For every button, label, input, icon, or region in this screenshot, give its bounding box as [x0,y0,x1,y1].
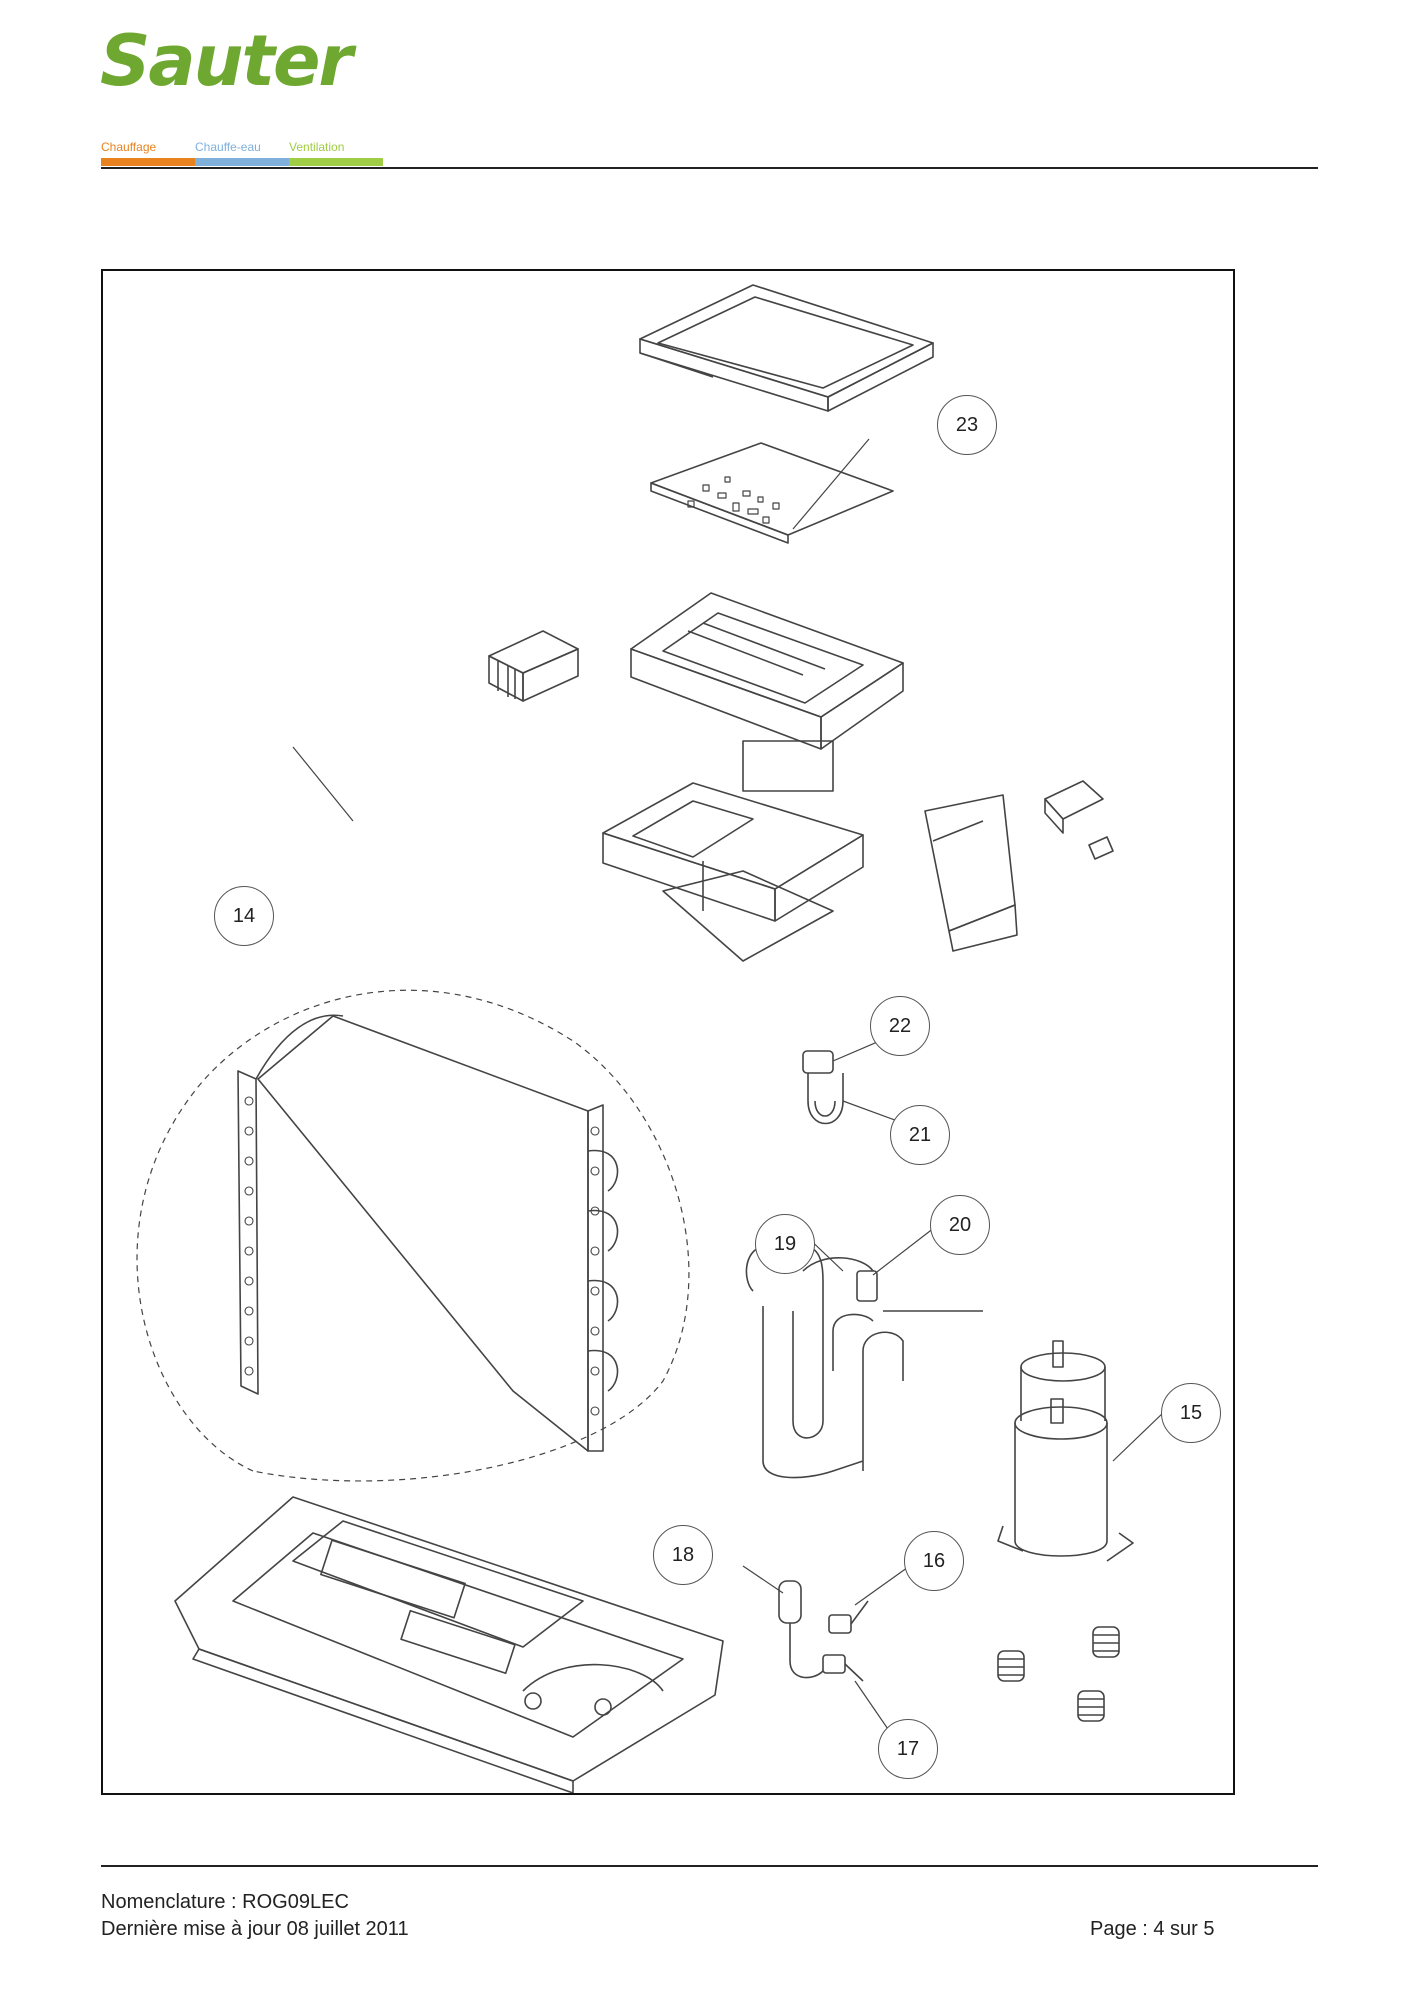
tab-chauffe-eau[interactable]: Chauffe-eau [195,140,289,166]
tab-chauffe-eau-bar [195,158,289,166]
callout-19-label: 19 [773,1232,797,1255]
terminal-block-part [1044,780,1114,860]
service-valves-part [778,1580,869,1682]
tab-ventilation[interactable]: Ventilation [289,140,383,166]
callout-23-label: 23 [955,413,979,436]
sauter-logo: Sauter [100,26,400,96]
control-board-part [650,442,894,544]
leader-16 [854,1564,912,1606]
page-number-text: Page : 4 sur 5 [1090,1918,1215,1940]
callout-22-label: 22 [888,1014,912,1037]
heatsink-part [488,630,579,702]
callout-14: 14 [214,886,274,946]
callout-21: 21 [890,1105,950,1165]
condenser-coil-part [136,989,690,1482]
tab-ventilation-label: Ventilation [289,140,345,154]
callout-19: 19 [755,1214,815,1274]
tab-chauffage-label: Chauffage [101,140,157,154]
callout-23: 23 [937,395,997,455]
callout-18-label: 18 [671,1543,695,1566]
tab-chauffe-eau-label: Chauffe-eau [195,140,261,154]
side-bracket-part [924,794,1018,952]
callout-22: 22 [870,996,930,1056]
callout-21-label: 21 [908,1123,932,1146]
leader-23 [792,438,870,530]
chassis-bracket-part [602,782,864,962]
callout-20-label: 20 [948,1213,972,1236]
callout-18: 18 [653,1525,713,1585]
tab-chauffage[interactable]: Chauffage [101,140,195,166]
callout-17: 17 [878,1719,938,1779]
callout-15: 15 [1161,1383,1221,1443]
nomenclature-text: Nomenclature : ROG09LEC [101,1891,349,1913]
reversing-valve-part [802,1050,844,1125]
top-cover-part [639,284,934,412]
last-updated-text: Dernière mise à jour 08 juillet 2011 [101,1918,409,1940]
callout-16: 16 [904,1531,964,1591]
leader-15 [1112,1410,1166,1462]
callout-17-label: 17 [896,1737,920,1760]
damper-springs-part [997,1626,1120,1722]
exploded-view-drawing [136,284,1166,1793]
callout-14-label: 14 [232,904,256,927]
callout-16-label: 16 [922,1549,946,1572]
exploded-view-frame: 23 14 22 21 19 20 15 18 16 17 [101,269,1235,1795]
pipe-assembly-part [745,1245,983,1479]
leader-18 [742,1565,784,1594]
footer-divider [101,1865,1318,1867]
leader-14 [292,746,354,822]
base-tray-part [174,1496,724,1793]
tab-ventilation-bar [289,158,383,166]
category-tabs: Chauffage Chauffe-eau Ventilation [101,140,383,166]
logo-text: Sauter [100,20,353,102]
electrical-box-part [630,592,904,792]
header-divider [101,167,1318,169]
callout-20: 20 [930,1195,990,1255]
callout-15-label: 15 [1179,1401,1203,1424]
compressor-part [997,1340,1134,1562]
tab-chauffage-bar [101,158,195,166]
